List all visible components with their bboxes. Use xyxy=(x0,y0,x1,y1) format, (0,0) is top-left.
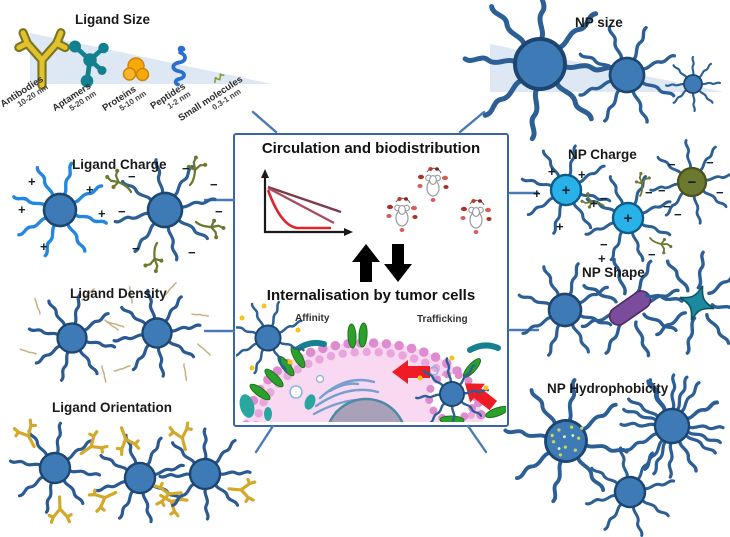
np-hydrophobicity-plain xyxy=(569,431,691,537)
ligand-density-title: Ligand Density xyxy=(70,286,167,301)
np-core-plus-sign: + xyxy=(623,210,633,227)
np-charge-minus-sign: − xyxy=(716,185,724,200)
np-charge-negative-np xyxy=(634,124,730,240)
np-size-small xyxy=(655,46,730,122)
charge-minus-sign: − xyxy=(188,245,196,260)
np-size-large xyxy=(465,0,615,139)
np-hydrophobicity-dense xyxy=(610,364,730,489)
biodistribution-mice xyxy=(386,167,492,234)
charge-minus-sign: − xyxy=(128,169,136,184)
np-charge-mixed-np xyxy=(568,158,688,277)
ligand-orientation-np-3 xyxy=(142,411,269,537)
charge-minus-sign: − xyxy=(210,177,218,192)
ligand-orientation-np-2 xyxy=(82,420,197,535)
np-shape-star xyxy=(642,248,730,358)
internalisation-title: Internalisation by tumor cells xyxy=(266,287,476,304)
charge-minus-sign: − xyxy=(215,204,223,219)
charge-plus-sign: + xyxy=(86,182,94,197)
np-charge-plus-sign: + xyxy=(556,219,564,234)
np-charge-plus-sign: + xyxy=(548,164,556,179)
trafficking-label: Trafficking xyxy=(417,314,468,325)
np-core-plus-sign: + xyxy=(561,182,571,199)
np-charge-minus-sign: − xyxy=(648,247,656,262)
np-charge-minus-sign: − xyxy=(600,191,608,206)
np-charge-plus-sign: + xyxy=(578,167,586,182)
charge-plus-sign: + xyxy=(98,206,106,221)
ligand-orientation-np-1 xyxy=(6,417,110,524)
ligand-orientation-title: Ligand Orientation xyxy=(52,400,172,415)
ligand-charge-positive-np xyxy=(3,153,117,267)
aptamer-icon xyxy=(69,40,109,88)
charge-minus-sign: − xyxy=(182,161,190,176)
np-charge-minus-sign: − xyxy=(668,157,676,172)
ligand-density-np-1 xyxy=(19,286,125,387)
charge-plus-sign: + xyxy=(28,174,36,189)
np-hydrophobicity-title: NP Hydrophobicity xyxy=(547,381,669,396)
np-charge-minus-sign: − xyxy=(658,183,666,198)
np-charge-minus-sign: − xyxy=(674,207,682,222)
ligand-size-title: Ligand Size xyxy=(75,12,151,27)
np-charge-minus-sign: − xyxy=(645,185,653,200)
np-core-minus-sign: − xyxy=(687,174,697,191)
np-charge-minus-sign: − xyxy=(706,155,714,170)
np-size-title: NP size xyxy=(575,15,623,30)
circulation-title: Circulation and biodistribution xyxy=(261,140,481,157)
ligand-density-np-2 xyxy=(104,280,212,385)
up-down-arrows xyxy=(352,244,412,282)
np-shape-rod xyxy=(564,242,697,375)
ligand-charge-title: Ligand Charge xyxy=(72,157,167,172)
np-hydrophobicity-speckled xyxy=(498,373,633,508)
np-shape-sphere xyxy=(507,252,623,368)
np-charge-positive-np xyxy=(514,138,618,242)
np-charge-minus-sign: − xyxy=(600,237,608,252)
targeted-np-affinity xyxy=(222,292,314,384)
small-molecule-icon xyxy=(213,73,225,84)
np-charge-title: NP Charge xyxy=(568,147,637,162)
peptide-icon xyxy=(171,45,187,87)
charge-plus-sign: + xyxy=(40,239,48,254)
ligand-charge-negative-np xyxy=(95,140,234,279)
tumor-cell-illustration xyxy=(222,292,506,435)
targeted-np-trafficking xyxy=(410,352,493,435)
affinity-label: Affinity xyxy=(295,313,330,324)
charge-minus-sign: − xyxy=(132,241,140,256)
np-charge-plus-sign: + xyxy=(590,196,598,211)
np-shape-title: NP Shape xyxy=(582,265,645,280)
protein-icon xyxy=(122,57,150,82)
np-charge-plus-sign: + xyxy=(598,251,606,266)
np-charge-plus-sign: + xyxy=(533,186,541,201)
charge-plus-sign: + xyxy=(18,202,26,217)
charge-minus-sign: − xyxy=(118,204,126,219)
np-charge-minus-sign: − xyxy=(663,199,671,214)
np-size-medium xyxy=(562,10,693,141)
circulation-graph xyxy=(261,169,353,236)
